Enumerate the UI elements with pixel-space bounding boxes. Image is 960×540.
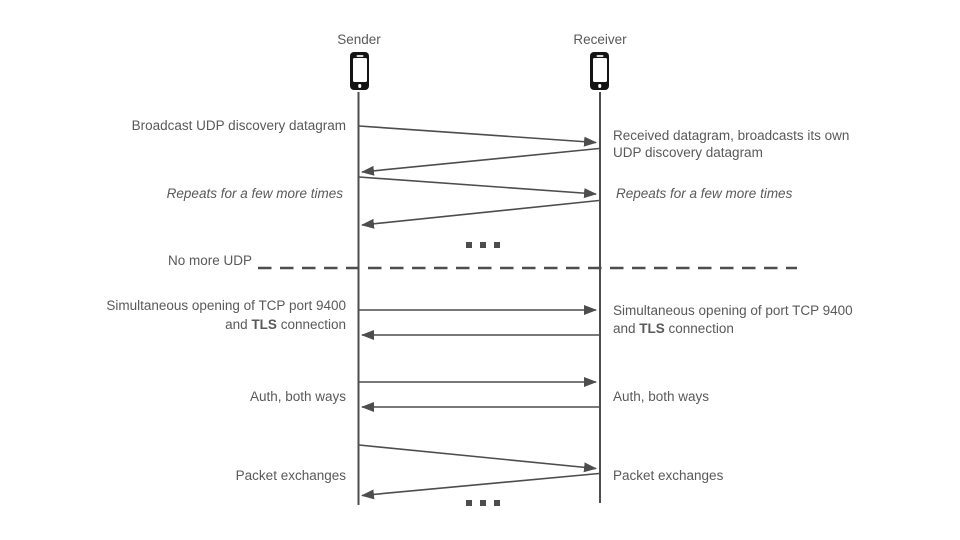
phone-home-button	[597, 84, 602, 88]
label-received-line2: UDP discovery datagram	[613, 145, 763, 160]
label-auth-left: Auth, both ways	[249, 389, 346, 404]
actor-label-sender: Sender	[337, 32, 381, 47]
label-repeats-right: Repeats for a few more times	[616, 186, 793, 201]
arrow-udp-broadcast	[358, 125, 597, 147]
phone-speaker	[596, 54, 603, 57]
phone-icon	[590, 52, 609, 90]
arrow-udp-reply	[361, 147, 600, 176]
phone-home-button	[357, 84, 362, 88]
label-tcp-left-line1: Simultaneous opening of TCP port 9400	[106, 298, 346, 313]
label-tcp-right-line2: and TLS connection	[613, 321, 734, 336]
phone-screen	[592, 58, 607, 82]
ellipsis-icon	[466, 242, 500, 248]
label-auth-right: Auth, both ways	[613, 389, 710, 404]
label-tcp-right: Simultaneous opening of port TCP 9400 an…	[613, 302, 853, 338]
tls-bold-text: TLS	[251, 317, 277, 332]
arrow-udp-repeat-right	[358, 176, 597, 199]
phone-speaker	[356, 54, 363, 57]
arrow-packets-right	[358, 444, 597, 473]
arrow-packets-left	[361, 472, 600, 500]
label-packets-left: Packet exchanges	[235, 468, 346, 483]
label-received-line1: Received datagram, broadcasts its own	[613, 128, 850, 143]
actor-label-receiver: Receiver	[573, 32, 627, 47]
label-broadcast-udp: Broadcast UDP discovery datagram	[131, 118, 346, 133]
ellipsis-icon	[466, 500, 500, 506]
label-packets-right: Packet exchanges	[613, 468, 724, 483]
label-no-more-udp: No more UDP	[167, 253, 252, 268]
phone-icon	[350, 52, 369, 90]
label-repeats-left: Repeats for a few more times	[166, 186, 343, 201]
phone-screen	[352, 58, 367, 82]
label-received-datagram: Received datagram, broadcasts its own UD…	[613, 127, 849, 161]
arrow-udp-repeat-left	[361, 199, 600, 229]
label-tcp-left: Simultaneous opening of TCP port 9400 an…	[106, 296, 346, 334]
tls-bold-text: TLS	[639, 321, 665, 336]
label-tcp-left-line2: and TLS connection	[225, 317, 346, 332]
label-tcp-right-line1: Simultaneous opening of port TCP 9400	[613, 303, 853, 318]
